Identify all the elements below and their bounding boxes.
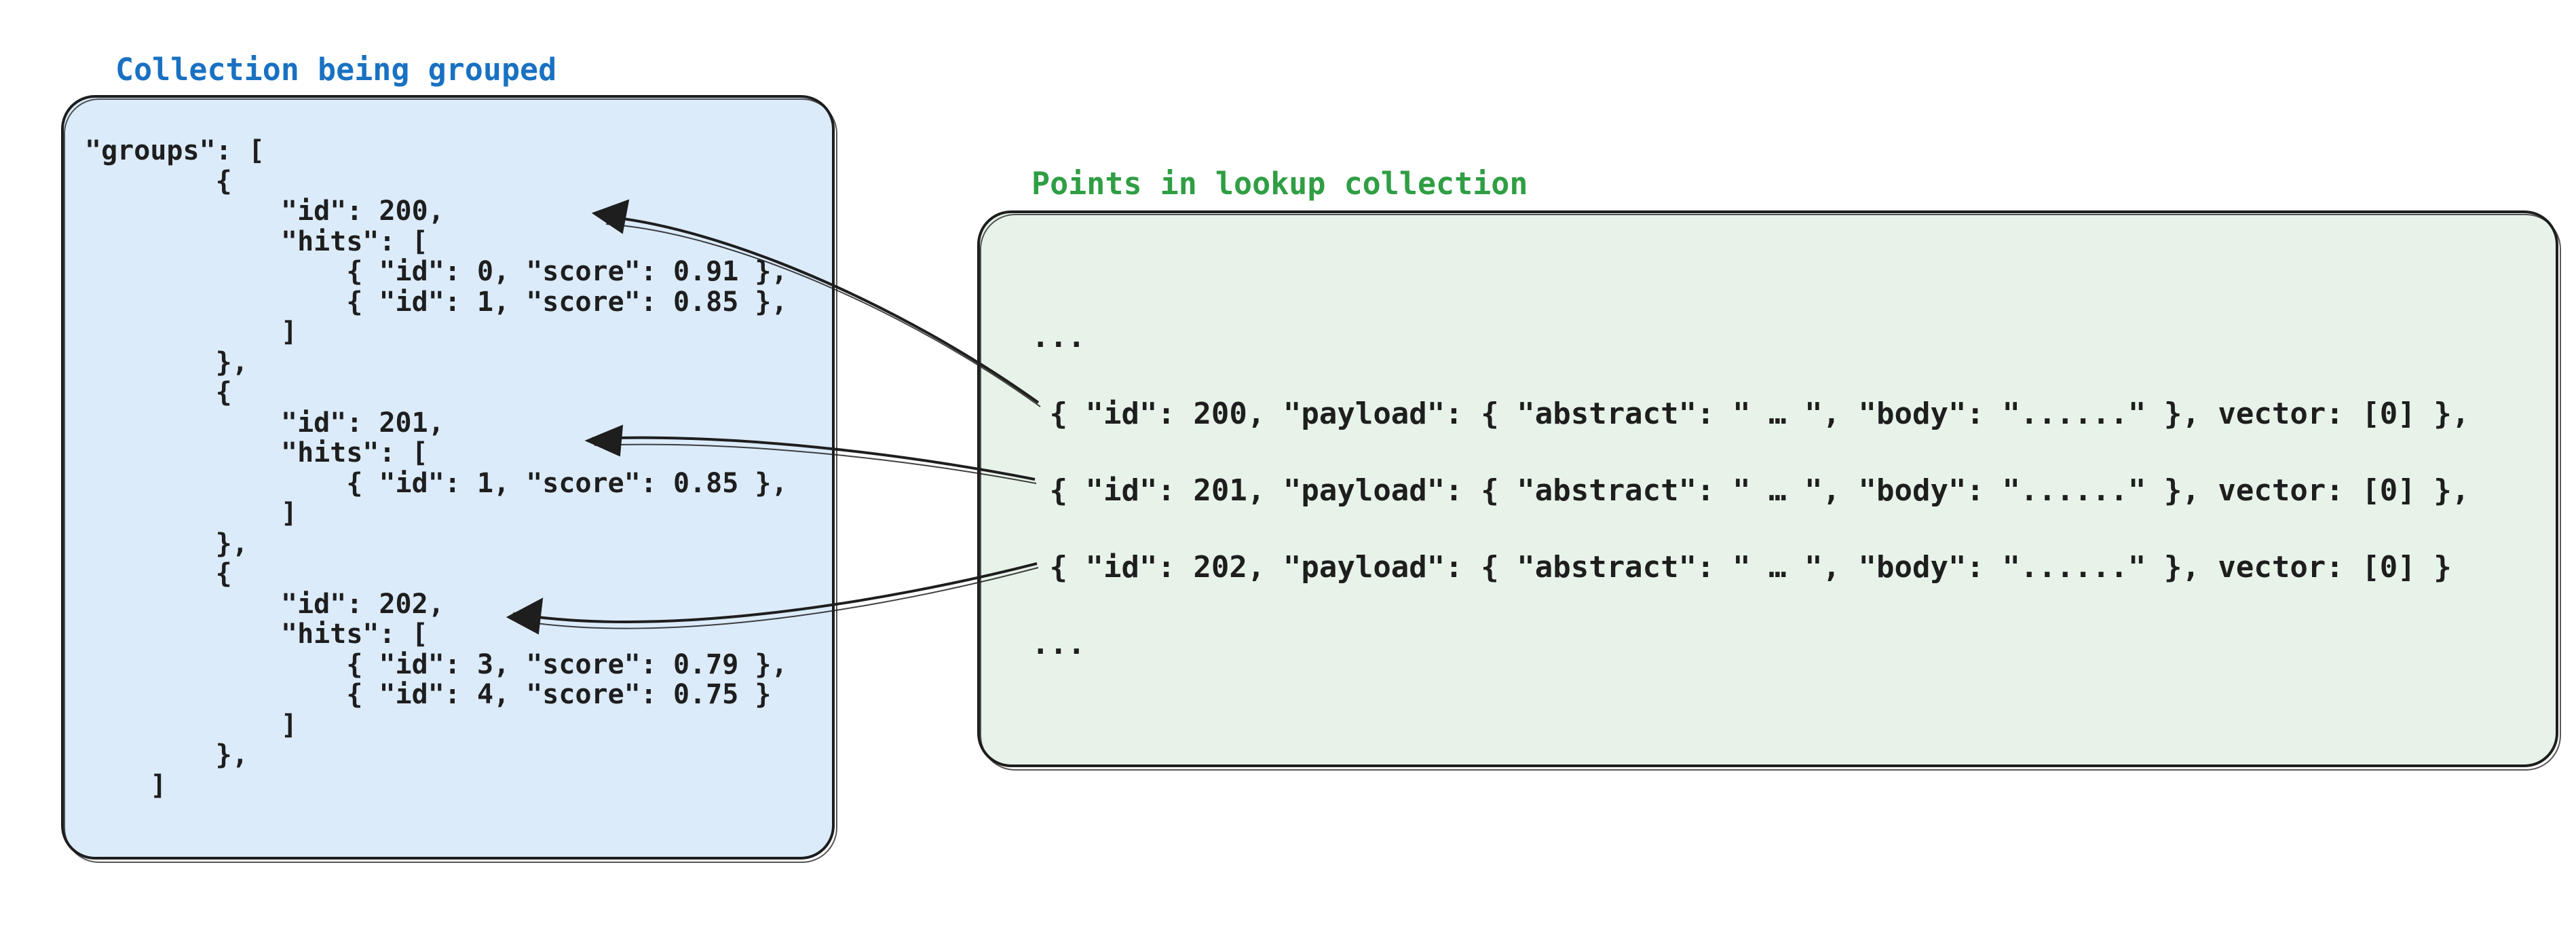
grouped-collection-title: Collection being grouped bbox=[115, 52, 557, 88]
points-json-code: ... { "id": 200, "payload": { "abstract"… bbox=[1031, 320, 2470, 661]
lookup-collection-box bbox=[977, 210, 2558, 767]
groups-json-code: "groups": [ { "id": 200, "hits": [ { "id… bbox=[85, 135, 788, 801]
lookup-collection-title: Points in lookup collection bbox=[1031, 166, 1528, 202]
